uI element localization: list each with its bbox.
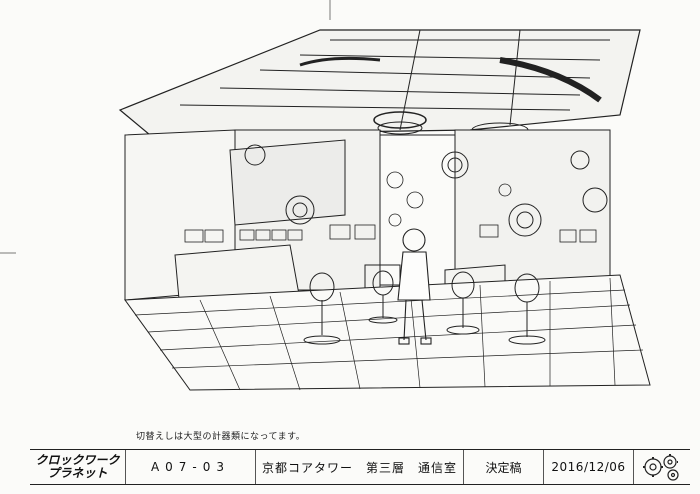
title-logo-line1: クロックワーク	[35, 453, 120, 467]
title-logo-line2: プラネット	[47, 466, 108, 480]
cut-number: A07-03	[126, 450, 256, 484]
room-illustration	[0, 0, 651, 391]
status-label: 決定稿	[464, 450, 544, 484]
title-logo: クロックワーク プラネット	[30, 450, 126, 484]
location-label: 京都コアタワー 第三層 通信室	[256, 450, 464, 484]
date-label: 2016/12/06	[544, 450, 634, 484]
layout-note: 切替えしは大型の計器類になってます。	[136, 432, 306, 442]
gear-cluster-icon	[634, 450, 690, 484]
title-block: クロックワーク プラネット A07-03 京都コアタワー 第三層 通信室 決定稿…	[30, 449, 690, 485]
